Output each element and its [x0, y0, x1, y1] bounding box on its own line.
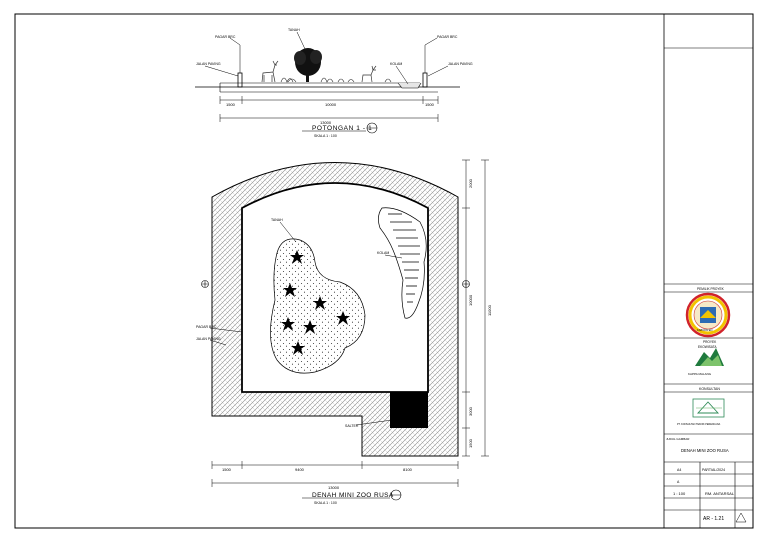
section-fence-post-right: [422, 72, 428, 88]
consultant-name: PT. KONSULTAN TEKNIK PERENCANA: [677, 423, 721, 426]
section-tree-label: TANAH: [288, 28, 300, 32]
section-dimensions: [219, 96, 439, 122]
plan-tree-icon: [290, 250, 304, 264]
plan-tree-icon: [336, 311, 350, 325]
planner-sub: EKOWISATA: [698, 345, 717, 349]
planner-logo-text: KAPPA MALANG: [688, 372, 712, 376]
plan-dim-bottom-total: 13000: [328, 485, 340, 490]
plan-tree-label: TANAH: [271, 218, 283, 222]
plan-tree-icon: [303, 320, 317, 334]
owner-logo: KABUPATEN: [685, 292, 731, 338]
section-dim-right: 1500: [425, 102, 435, 107]
plan-scale: SKALA 1 : 100: [314, 501, 337, 505]
sheet-border: [14, 13, 754, 529]
section-cut-marker-left: [201, 280, 209, 288]
plan-pond: [378, 207, 427, 319]
owner-label: PEMILIK PROYEK: [697, 287, 725, 291]
row1-left: A4: [677, 468, 681, 472]
plan-tree-icon: [281, 317, 295, 331]
planner-logo: [695, 348, 724, 366]
plan-dim-right-total: 11000: [487, 304, 492, 316]
plan-fence-label: PAGAR BRC: [196, 325, 217, 329]
owner-logo-text: KABUPATEN: [697, 328, 712, 332]
section-path-label-left: JALAN PAVING: [196, 62, 221, 66]
plan-title: DENAH MINI ZOO RUSA: [312, 492, 394, 499]
section-fence-post-left: [237, 72, 243, 88]
plan-tree-icons: [281, 250, 350, 355]
scale-value: 1 : 100: [673, 491, 686, 496]
planner-label: PROYEK: [703, 340, 717, 344]
plan-tree-icon: [291, 341, 305, 355]
plan-shelter-label: SALTER: [345, 424, 359, 428]
section-dim-left: 1500: [226, 102, 236, 107]
plan-dim-right-top: 2000: [468, 178, 473, 188]
section-deer-icon-right: [361, 65, 377, 83]
plan-dim-right-lower: 3000: [468, 406, 473, 416]
north-arrow-icon: [735, 512, 747, 523]
section-path-label-right: JALAN PAVING: [448, 62, 473, 66]
sheet-number: AR - 1.21: [703, 516, 724, 522]
section-shrubs: [280, 77, 392, 83]
consultant-logo: [692, 398, 725, 418]
plan-tree-icon: [283, 283, 297, 297]
plan-dim-bottom-mid: 9400: [295, 467, 305, 472]
consultant-label: KONSULTAN: [699, 387, 720, 391]
section-tree-icon: [294, 31, 322, 82]
plan-dimensions-right: [462, 159, 489, 457]
row1-mid: PARTIAL/2024: [702, 468, 725, 472]
section-dim-total: 13000: [320, 120, 332, 125]
plan-dim-bottom-left: 1500: [222, 467, 232, 472]
drawing-title-label: JUDUL GAMBAR: [666, 437, 690, 441]
section-fence-label-left: PAGAR BRC: [215, 35, 236, 39]
plan-dim-right-bottom: 1500: [468, 438, 473, 448]
section-deer-icon-left: [261, 60, 279, 83]
section-title: POTONGAN 1 - 1: [312, 125, 372, 132]
plan-dimensions-bottom: [211, 461, 459, 487]
section-scale: SKALA 1 : 100: [314, 134, 337, 138]
section-dim-middle: 10000: [325, 102, 337, 107]
plan-pond-label: KOLAM: [377, 251, 389, 255]
row2-left: A: [677, 480, 680, 484]
section-pond-label: KOLAM: [390, 62, 402, 66]
sheet-value: RM. ANTARSAL: [705, 491, 735, 496]
drawing-title: DENAH MINI ZOO RUSA: [681, 448, 729, 453]
plan-tree-icon: [313, 296, 327, 310]
plan-dim-bottom-right: 8100: [403, 467, 413, 472]
section-fence-label-right: PAGAR BRC: [437, 35, 458, 39]
section-drawing: [195, 31, 460, 134]
plan-pond-ripples: [388, 213, 420, 303]
plan-dim-right-mid: 10000: [468, 294, 473, 306]
plan-path-label: JALAN PAVING: [196, 337, 221, 341]
section-pond: [397, 82, 422, 89]
title-block: [664, 47, 753, 528]
plan-shelter: [390, 392, 428, 428]
plan-drawing: [201, 159, 489, 501]
